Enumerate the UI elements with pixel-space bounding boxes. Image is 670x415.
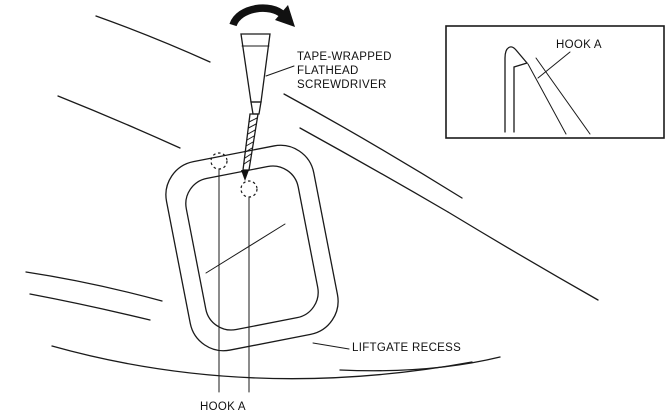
liftgate-recess-inner <box>185 165 319 331</box>
body-line <box>95 15 211 63</box>
body-line <box>57 95 181 149</box>
body-line <box>339 356 501 372</box>
tape-wrap-stripes <box>243 117 258 165</box>
body-line <box>299 127 449 213</box>
liftgate-recess-label: LIFTGATE RECESS <box>352 342 461 354</box>
screwdriver-tip <box>241 170 249 181</box>
rotation-arrow-icon <box>229 4 295 27</box>
vehicle-body-lines <box>25 15 599 380</box>
body-line <box>283 93 463 199</box>
inset-hook-drawing <box>504 46 591 135</box>
inset-box: HOOK A <box>445 25 665 139</box>
body-line <box>51 345 473 380</box>
body-line <box>29 293 151 321</box>
screwdriver-shaft <box>242 113 259 171</box>
screwdriver-leader-line <box>265 65 295 77</box>
body-line <box>447 211 599 301</box>
hook-a-bottom-label: HOOK A <box>200 401 246 413</box>
liftgate-recess <box>165 144 339 352</box>
screwdriver-label-line2: FLATHEAD <box>297 65 359 77</box>
hook-circle-right <box>240 180 258 198</box>
inset-border <box>445 25 665 139</box>
screwdriver-label-line3: SCREWDRIVER <box>297 79 387 91</box>
inset-hook-a-label: HOOK A <box>556 39 602 51</box>
liftgate-recess-leader-line <box>312 342 350 350</box>
screwdriver-ferrule <box>250 101 262 115</box>
liftgate-recess-outer <box>165 144 339 352</box>
recess-crease-line <box>205 223 286 274</box>
hook-circle-left <box>210 152 228 170</box>
screwdriver-label-line1: TAPE-WRAPPED <box>297 51 392 63</box>
screwdriver-handle <box>240 33 271 103</box>
body-line <box>25 271 163 302</box>
inset-leader-line <box>537 51 571 79</box>
screwdriver <box>240 33 271 181</box>
